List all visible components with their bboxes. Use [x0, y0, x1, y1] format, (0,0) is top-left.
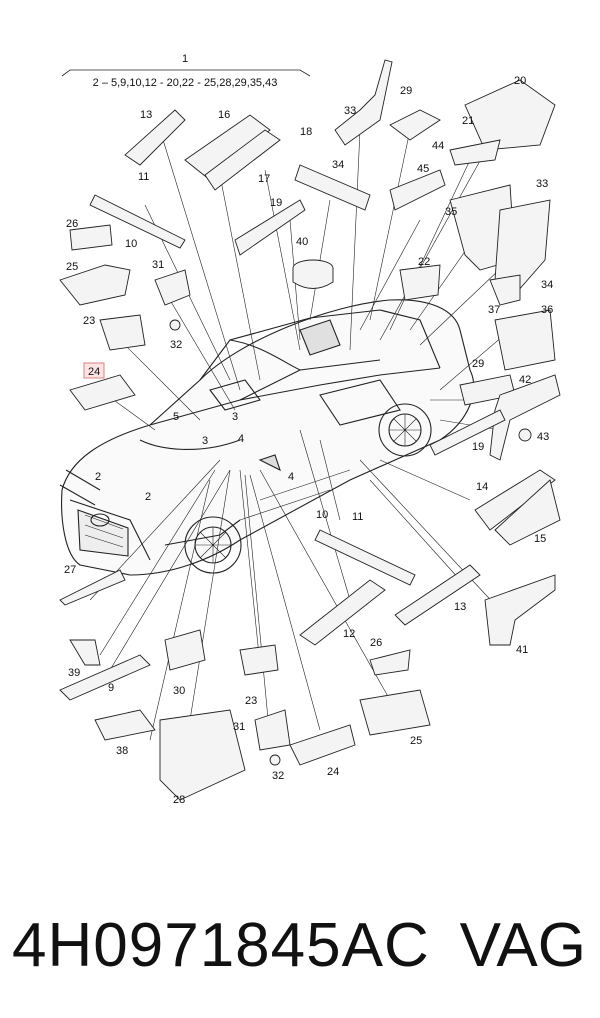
- callout-label: 37: [488, 304, 500, 316]
- callout-label: 34: [541, 279, 553, 291]
- group-bracket: [61, 69, 311, 77]
- callout-label: 43: [537, 431, 549, 443]
- callout-label: 19: [270, 197, 282, 209]
- callout-label: 31: [233, 721, 245, 733]
- callout-label: 26: [66, 218, 78, 230]
- callout-label: 44: [432, 140, 444, 152]
- callout-label: 2: [95, 471, 101, 483]
- callout-label: 17: [258, 173, 270, 185]
- callout-label: 40: [296, 236, 308, 248]
- callout-label: 23: [83, 315, 95, 327]
- callout-label: 21: [462, 115, 474, 127]
- car-illustration: [59, 299, 475, 576]
- part-number: 4H0971845AC: [12, 911, 430, 980]
- callout-label: 30: [173, 685, 185, 697]
- callout-label: 45: [417, 163, 429, 175]
- callout-label: 33: [344, 105, 356, 117]
- callout-label: 5: [173, 411, 179, 423]
- wiring-harness-exploded-diagram: 1 2 – 5,9,10,12 - 20,22 - 25,28,29,35,43: [59, 53, 561, 806]
- footer: 4H0971845AC VAG: [0, 890, 600, 1000]
- callout-label: 34: [332, 159, 344, 171]
- callout-label: 3: [232, 411, 238, 423]
- callout-label: 33: [536, 178, 548, 190]
- callout-label: 42: [519, 374, 531, 386]
- callout-label: 16: [218, 109, 230, 121]
- callout-label: 12: [343, 628, 355, 640]
- callout-label: 13: [454, 601, 466, 613]
- callout-label: 39: [68, 667, 80, 679]
- callout-label: 4: [288, 471, 294, 483]
- callout-label: 11: [138, 171, 149, 183]
- callout-label highlighted-callout-label: 24: [88, 366, 100, 378]
- callout-label: 36: [541, 304, 553, 316]
- callout-label: 28: [173, 794, 185, 806]
- callout-label: 19: [472, 441, 484, 453]
- callout-label: 10: [316, 509, 328, 521]
- group-parts: 2 – 5,9,10,12 - 20,22 - 25,28,29,35,43: [93, 77, 278, 89]
- group-header: 1 2 – 5,9,10,12 - 20,22 - 25,28,29,35,43: [61, 53, 311, 89]
- callout-label: 24: [327, 766, 339, 778]
- callout-label: 26: [370, 637, 382, 649]
- highlighted-callout-box: [83, 362, 105, 379]
- brand-label: VAG: [459, 911, 586, 980]
- callout-label: 10: [125, 238, 137, 250]
- callout-label: 23: [245, 695, 257, 707]
- part-pictograms: [59, 59, 561, 801]
- callout-label: 31: [152, 259, 164, 271]
- callout-label: 38: [116, 745, 128, 757]
- callout-label: 2: [145, 491, 151, 503]
- callout-label: 35: [445, 206, 457, 218]
- callout-label: 22: [418, 256, 430, 268]
- callout-label: 25: [410, 735, 422, 747]
- callout-label: 9: [108, 682, 114, 694]
- group-number: 1: [182, 53, 188, 65]
- callout-label: 32: [170, 339, 182, 351]
- callout-label: 3: [202, 435, 208, 447]
- callout-label: 29: [400, 85, 412, 97]
- callout-label: 32: [272, 770, 284, 782]
- callout-label: 11: [352, 511, 363, 523]
- callout-label: 4: [238, 433, 244, 445]
- callout-label: 27: [64, 564, 76, 576]
- callout-labels: 13 16 17 18 33 29 20 34 44 45 21 11 19 3…: [64, 75, 553, 806]
- callout-label: 13: [140, 109, 152, 121]
- callout-label: 29: [472, 358, 484, 370]
- callout-label: 41: [516, 644, 528, 656]
- callout-label: 20: [514, 75, 526, 87]
- callout-label: 15: [534, 533, 546, 545]
- callout-label: 18: [300, 126, 312, 138]
- callout-label: 25: [66, 261, 78, 273]
- callout-label: 14: [476, 481, 488, 493]
